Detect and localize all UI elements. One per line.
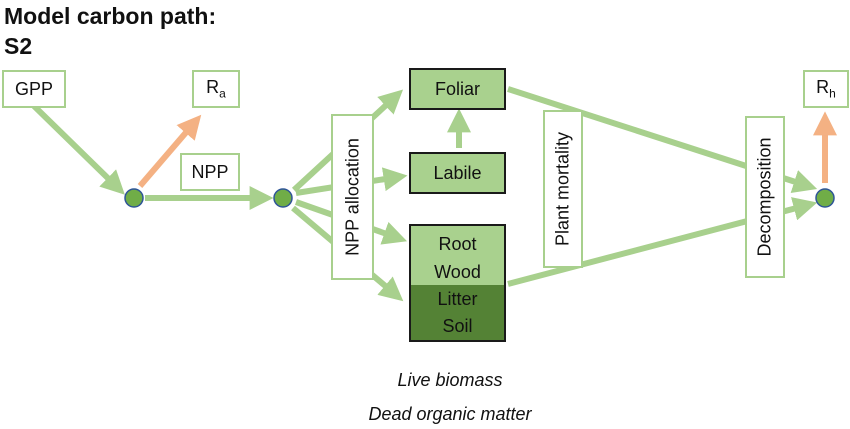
ra-label: Ra bbox=[206, 77, 226, 101]
npp-allocation-label: NPP allocation bbox=[342, 138, 362, 256]
foliar-label: Foliar bbox=[434, 78, 480, 99]
labile-box: Labile bbox=[409, 152, 506, 194]
litter-label: Litter bbox=[437, 289, 478, 309]
npp-label: NPP bbox=[191, 161, 229, 182]
wood-label: Wood bbox=[434, 262, 481, 282]
allocation-node bbox=[273, 188, 293, 208]
legend-live-biomass: Live biomass bbox=[397, 370, 503, 390]
ra-label-subscript: a bbox=[219, 86, 226, 101]
decomposition-node bbox=[815, 188, 835, 208]
arrow-autotrophic-respiration bbox=[137, 114, 202, 188]
rh-label-subscript: h bbox=[829, 86, 836, 101]
gpp-box: GPP bbox=[2, 70, 66, 108]
dead-organic-matter-section: Litter Soil bbox=[411, 285, 504, 340]
labile-label: Labile bbox=[433, 162, 482, 183]
gpp-node bbox=[124, 188, 144, 208]
root-label: Root bbox=[438, 234, 477, 254]
npp-allocation-box: NPP allocation bbox=[331, 114, 374, 280]
arrow-gpp-to-node bbox=[31, 103, 125, 195]
decomposition-box: Decomposition bbox=[745, 116, 785, 278]
root-wood-litter-soil-box: Root Wood Litter Soil bbox=[409, 224, 506, 342]
live-biomass-section: Root Wood bbox=[411, 226, 504, 285]
foliar-box: Foliar bbox=[409, 68, 506, 110]
rh-box: Rh bbox=[803, 70, 849, 108]
decomposition-label: Decomposition bbox=[754, 137, 775, 257]
ra-label-base: R bbox=[206, 77, 220, 98]
soil-label: Soil bbox=[442, 316, 473, 336]
legend-dead-organic-matter: Dead organic matter bbox=[368, 404, 532, 424]
diagram-title-line1: Model carbon path: bbox=[4, 3, 217, 29]
rh-label: Rh bbox=[816, 77, 836, 101]
npp-box: NPP bbox=[180, 153, 240, 191]
diagram-title-line2: S2 bbox=[4, 33, 33, 59]
plant-mortality-box: Plant mortality bbox=[543, 110, 583, 268]
rh-label-base: R bbox=[816, 77, 830, 98]
gpp-label: GPP bbox=[14, 78, 53, 99]
plant-mortality-label: Plant mortality bbox=[552, 131, 573, 247]
ra-box: Ra bbox=[192, 70, 240, 108]
